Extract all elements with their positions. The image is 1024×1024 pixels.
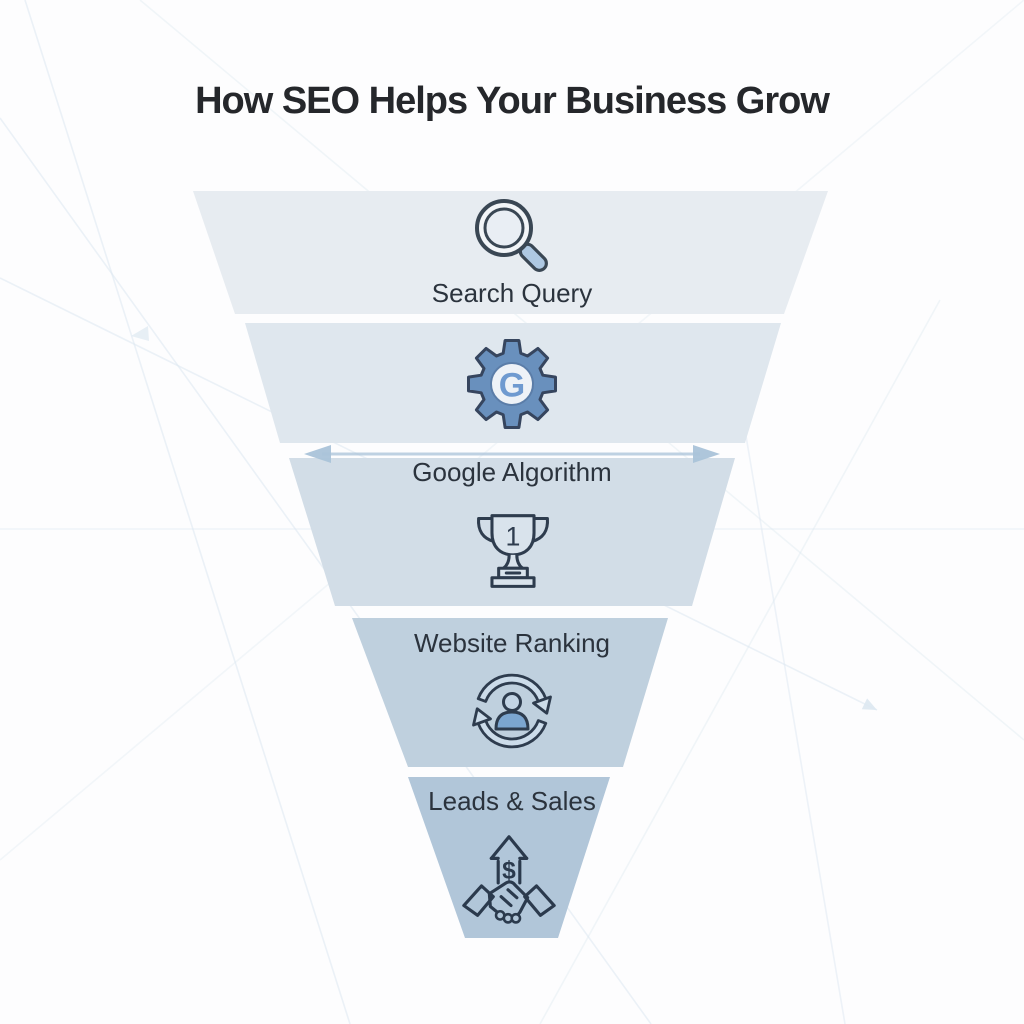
arrow-right-icon xyxy=(693,445,720,463)
stage-label-leads-sales: Leads & Sales xyxy=(428,786,596,816)
expansion-arrows xyxy=(304,445,720,463)
g-letter: G xyxy=(499,367,525,405)
page-title: How SEO Helps Your Business Grow xyxy=(195,80,830,122)
funnel-segment-5 xyxy=(408,777,610,938)
mesh-arrowhead-right-icon xyxy=(861,698,877,710)
magnifier-icon xyxy=(475,199,548,272)
stage-label-website-ranking: Website Ranking xyxy=(413,628,611,658)
stage-label-google-algorithm: Google Algorithm xyxy=(412,457,612,487)
trophy-first-place-icon: 1 xyxy=(477,514,549,588)
dollar-symbol: $ xyxy=(502,858,516,885)
growth-handshake-icon: $ xyxy=(462,835,556,924)
mesh-arrowhead-left-icon xyxy=(131,326,149,341)
stage-label-search-query: Search Query xyxy=(431,278,593,308)
arrow-left-icon xyxy=(304,445,331,463)
gear-google-icon: G xyxy=(467,339,557,429)
sync-person-icon xyxy=(472,673,552,749)
rank-number: 1 xyxy=(506,522,521,552)
